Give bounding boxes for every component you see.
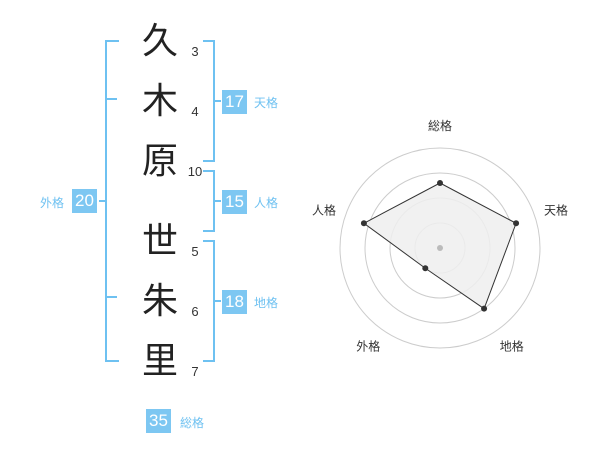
soukaku-score-badge: 35 [146,409,171,433]
tenkaku-bracket-connector [215,100,221,102]
gaikaku-bracket-tick-bottom [105,296,117,298]
radar-axis-label-4: 外格 [356,339,380,354]
stroke-count-6: 7 [191,364,199,379]
radar-point-4 [422,265,429,272]
radar-center-dot [437,245,443,251]
gaikaku-label: 外格 [40,196,65,210]
gaikaku-bracket-tick-top [105,98,117,100]
name-char-5: 朱 [141,281,178,322]
jinkaku-bracket-connector [215,200,221,202]
name-char-2: 木 [141,81,178,122]
name-char-3: 原 [141,141,178,182]
radar-point-1 [437,180,443,186]
stroke-count-1: 3 [191,44,199,59]
gaikaku-bracket-connector [99,200,105,202]
stroke-count-4: 5 [191,244,199,259]
chikaku-label: 地格 [254,296,279,310]
chikaku-bracket [203,240,215,362]
chikaku-score-badge: 18 [222,290,247,314]
soukaku-label: 総格 [180,416,205,430]
radar-axis-label-1: 総格 [428,118,452,133]
radar-point-2 [513,220,520,227]
name-char-4: 世 [141,221,178,262]
jinkaku-bracket [203,170,215,232]
radar-point-3 [481,305,488,312]
tenkaku-label: 天格 [254,96,279,110]
name-char-6: 里 [141,341,178,382]
stroke-count-2: 4 [191,104,199,119]
radar-point-5 [360,220,367,227]
stroke-count-5: 6 [191,304,199,319]
radar-ring [364,172,516,324]
tenkaku-score-badge: 17 [222,90,247,114]
radar-series [360,180,520,312]
gaikaku-bracket [105,40,119,362]
tenkaku-bracket [203,40,215,162]
jinkaku-label: 人格 [254,196,279,210]
jinkaku-score-badge: 15 [222,190,247,214]
radar-axis-label-2: 天格 [544,202,568,217]
gaikaku-score-badge: 20 [72,189,97,213]
radar-axis-label-3: 地格 [500,339,524,354]
name-char-1: 久 [141,21,178,62]
radar-axis-label-5: 人格 [312,202,336,217]
chikaku-bracket-connector [215,300,221,302]
stroke-count-3: 10 [187,164,203,179]
